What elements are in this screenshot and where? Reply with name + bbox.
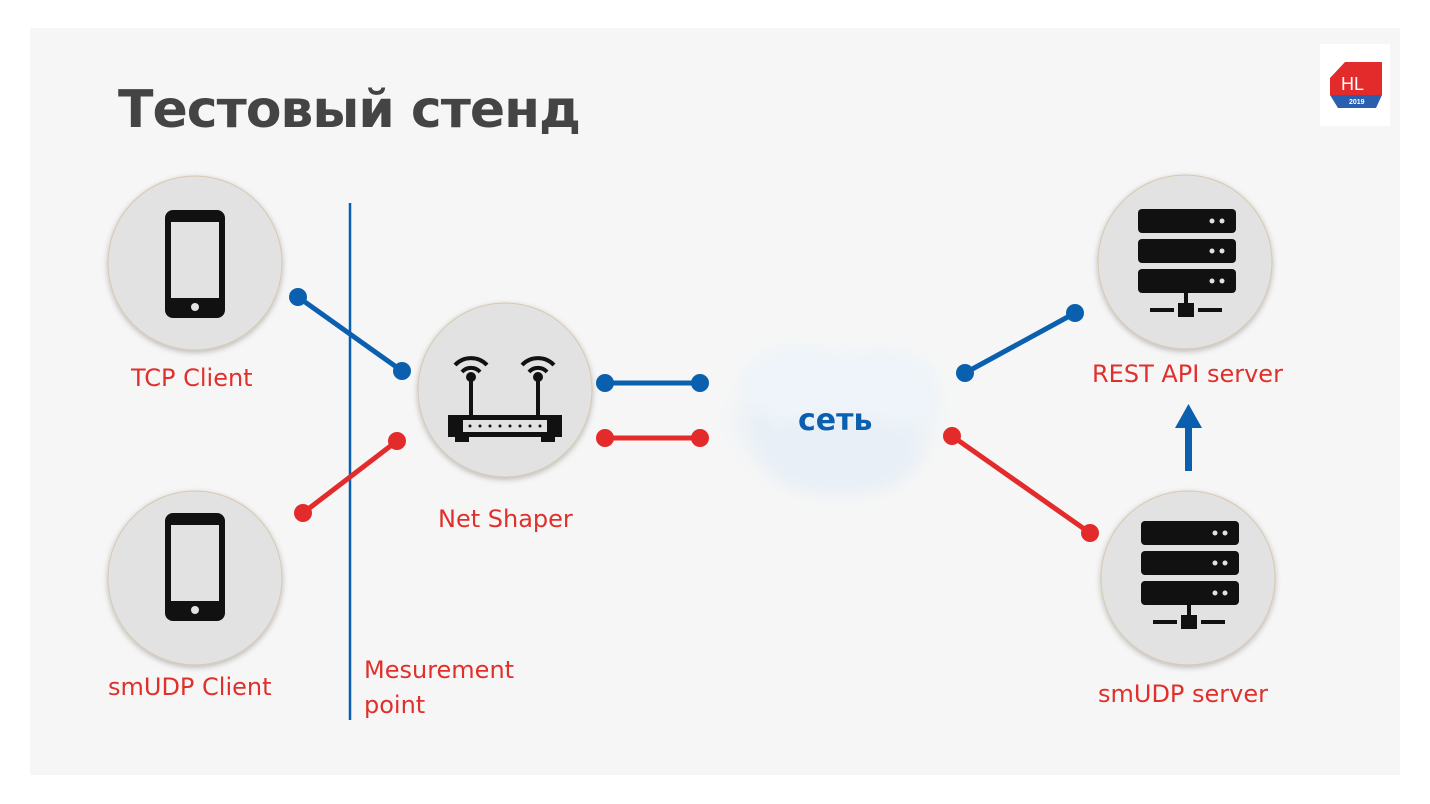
- measurement-label-2: point: [364, 691, 426, 719]
- tcp-link: [289, 288, 1084, 392]
- server-icon: [1138, 209, 1236, 317]
- udp-link: [294, 427, 1099, 542]
- hl-logo: HL 2019: [1320, 44, 1390, 126]
- svg-text:2019: 2019: [1349, 99, 1365, 106]
- svg-text:HL: HL: [1341, 74, 1364, 94]
- cloud-icon: [710, 340, 960, 500]
- phone-icon: [165, 513, 225, 621]
- network-label: сеть: [798, 403, 873, 438]
- rest-server-label: REST API server: [1092, 360, 1283, 388]
- net-shaper-label: Net Shaper: [438, 505, 573, 533]
- net-shaper-circle: [417, 302, 593, 478]
- server-icon: [1141, 521, 1239, 629]
- smudp-server-label: smUDP server: [1098, 680, 1269, 708]
- tcp-client-label: TCP Client: [131, 364, 253, 392]
- router-icon: [448, 356, 562, 442]
- measurement-label-1: Mesurement: [364, 656, 515, 684]
- smudp-server-circle: [1100, 490, 1276, 666]
- smudp-client-label: smUDP Client: [108, 673, 272, 701]
- phone-icon: [165, 210, 225, 318]
- arrow-up-icon: [1175, 404, 1202, 471]
- page-title: Тестовый стенд: [118, 80, 581, 140]
